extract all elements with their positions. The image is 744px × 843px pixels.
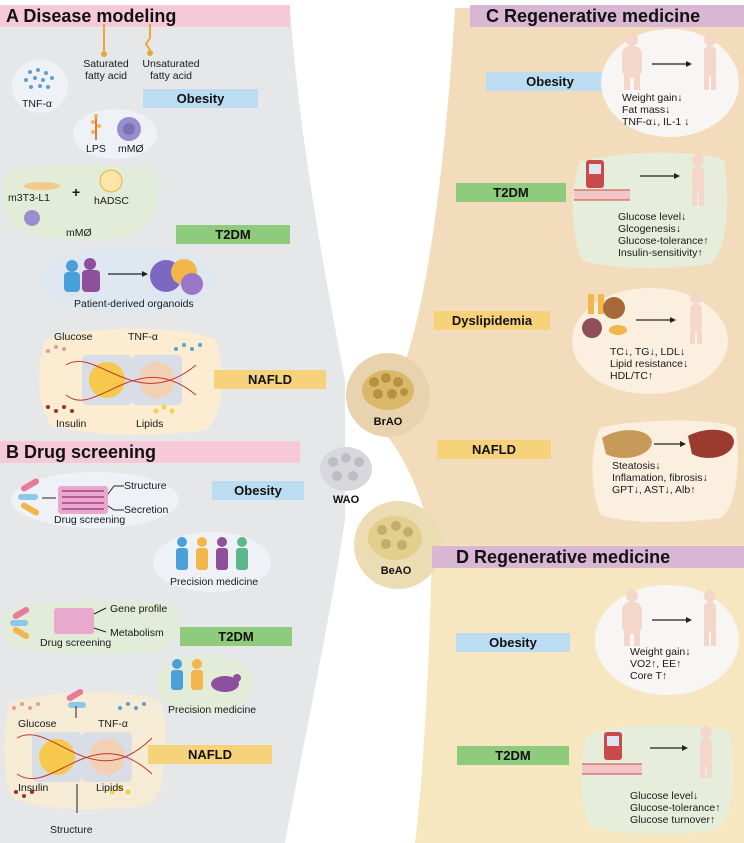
- tnf-label: TNF-α: [22, 98, 52, 110]
- metabolism-label: Metabolism: [110, 627, 164, 639]
- mm-label-2: mMØ: [66, 227, 92, 239]
- glucose-label-b: Glucose: [18, 718, 57, 730]
- tnf-label-a: TNF-α: [128, 331, 158, 343]
- panel-c-title: C Regenerative medicine: [486, 6, 701, 26]
- tag-b-nafld: NAFLD: [148, 745, 272, 764]
- precision-label-2: Precision medicine: [168, 704, 257, 716]
- tag-d-obesity: Obesity: [456, 633, 570, 652]
- precision-medicine-bubble-2: [156, 654, 254, 714]
- panel-d-title: D Regenerative medicine: [456, 547, 671, 567]
- tag-a-nafld: NAFLD: [214, 370, 326, 389]
- insulin-label-b: Insulin: [18, 782, 49, 794]
- t2dm-d-effects: Glucose level↓Glucose-tolerance↑Glucose …: [630, 790, 721, 826]
- mm-label-1: mMØ: [118, 143, 144, 155]
- t2dm-c-bubble: [572, 152, 728, 269]
- right-panel-c-bg: [370, 8, 744, 545]
- title-bar-c: [470, 5, 744, 27]
- drug-screening-bubble-1: [11, 472, 179, 528]
- drug-screening-label-1: Drug screening: [54, 514, 126, 526]
- obesity-d-effects: Weight gain↓VO2↑, EE↑Core T↑: [630, 646, 691, 682]
- tag-c-nafld: NAFLD: [437, 440, 551, 459]
- insulin-label-a: Insulin: [56, 418, 87, 430]
- title-bar-d: [432, 546, 744, 568]
- tag-c-t2dm: T2DM: [456, 183, 566, 202]
- title-bar-a: [0, 5, 290, 27]
- tag-c-dyslipidemia: Dyslipidemia: [434, 311, 550, 330]
- dyslipidemia-c-effects: TC↓, TG↓, LDL↓Lipid resistance↓HDL/TC↑: [610, 346, 689, 382]
- organoids-bubble: [39, 245, 217, 315]
- lipids-label-a: Lipids: [136, 418, 164, 430]
- drug-screening-bubble-2: [3, 600, 180, 654]
- hadsc-label: hADSC: [94, 195, 130, 207]
- drug-screening-label-2: Drug screening: [40, 637, 112, 649]
- beao-organoid-icon: [368, 516, 422, 560]
- tnf-bubble: [12, 59, 68, 113]
- fatty-acid-icon: [101, 24, 153, 57]
- wao-label: WAO: [332, 494, 360, 506]
- obesity-c-bubble: [601, 29, 739, 137]
- dyslipidemia-c-bubble: [572, 288, 728, 394]
- cell-coculture-bubble: [3, 164, 159, 240]
- precision-medicine-bubble-1: [153, 532, 271, 592]
- tag-a-obesity: Obesity: [143, 89, 258, 108]
- nafld-c-effects: Steatosis↓Inflamation, fibrosis↓GPT↓, AS…: [612, 460, 708, 496]
- tag-a-t2dm: T2DM: [176, 225, 290, 244]
- tag-d-t2dm: T2DM: [457, 746, 569, 765]
- gene-profile-label: Gene profile: [110, 603, 168, 615]
- lps-bubble: [73, 109, 157, 159]
- obesity-d-bubble: [595, 585, 739, 695]
- secretion-label: Secretion: [124, 504, 169, 516]
- brao-organoid-icon: [362, 370, 414, 410]
- nafld-model-bubble-a: [39, 328, 222, 435]
- precision-label-1: Precision medicine: [170, 576, 259, 588]
- t2dm-d-bubble: [580, 724, 734, 835]
- panel-a-title: A Disease modeling: [6, 6, 177, 26]
- t2dm-c-effects: Glucose level↓Glcogenesis↓Glucose-tolera…: [618, 211, 709, 259]
- plus-sign: +: [72, 184, 81, 200]
- tnf-label-b: TNF-α: [98, 718, 128, 730]
- obesity-c-effects: Weight gain↓Fat mass↓TNF-α↓, IL-1 ↓: [622, 92, 690, 128]
- m3t3-label: m3T3-L1: [8, 192, 51, 204]
- lps-label: LPS: [86, 143, 106, 155]
- lipids-label-b: Lipids: [96, 782, 124, 794]
- wao-organoid-icon: [320, 447, 372, 491]
- structure-label-2: Structure: [50, 824, 93, 836]
- tag-b-obesity: Obesity: [212, 481, 304, 500]
- nafld-c-bubble: [592, 420, 738, 522]
- panel-b-title: B Drug screening: [6, 442, 157, 462]
- beao-label: BeAO: [380, 565, 412, 577]
- nafld-model-bubble-b: [4, 689, 166, 813]
- brao-label: BrAO: [373, 416, 403, 428]
- title-bar-b: [0, 441, 300, 463]
- tag-c-obesity: Obesity: [486, 72, 614, 91]
- organoids-label: Patient-derived organoids: [74, 298, 194, 310]
- tag-b-t2dm: T2DM: [180, 627, 292, 646]
- structure-label: Structure: [124, 480, 167, 492]
- glucose-label-a: Glucose: [54, 331, 93, 343]
